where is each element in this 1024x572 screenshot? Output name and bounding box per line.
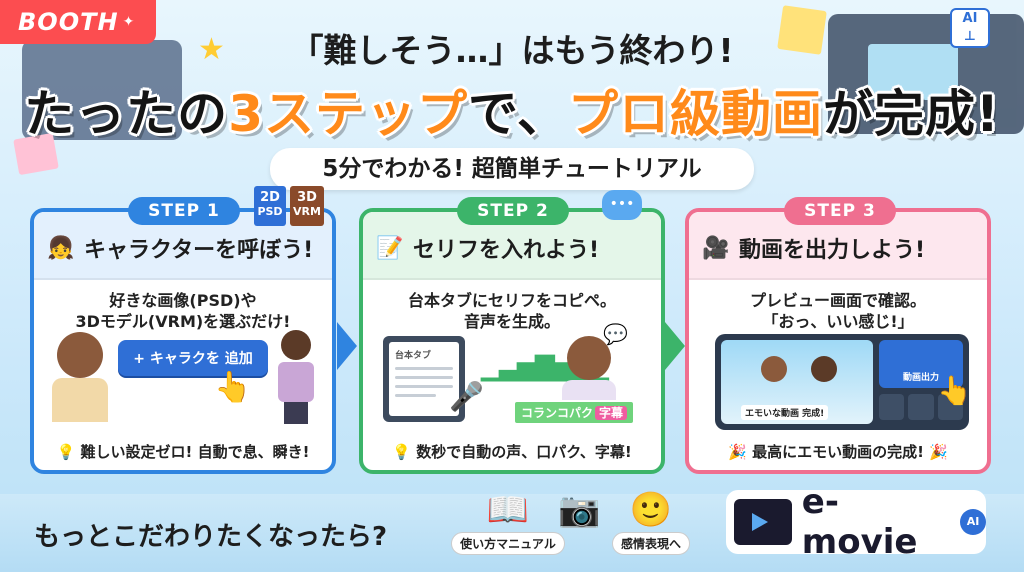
preview-window: エモいな動画 完成! 動画出力 👆 bbox=[715, 334, 972, 430]
preview-controls: 動画出力 👆 bbox=[879, 340, 972, 424]
step1-title: キャラクターを呼ぼう! bbox=[84, 238, 314, 263]
step3-description: プレビュー画面で確認。 「おっ、いい感じ!」 bbox=[689, 290, 987, 332]
step1-description: 好きな画像(PSD)や 3Dモデル(VRM)を選ぶだけ! bbox=[34, 290, 332, 332]
step2-card: 📝 セリフを入れよう! 台本タブにセリフをコピペ。 音声を生成。 台本タブ 🎤 … bbox=[359, 208, 665, 474]
step-arrow-right bbox=[665, 322, 685, 370]
control-button[interactable] bbox=[908, 394, 934, 420]
psd-badge-bottom: PSD bbox=[257, 205, 283, 218]
add-character-button[interactable]: + キャラクを 追加 bbox=[118, 340, 268, 376]
cursor-hand-icon: 👆 bbox=[214, 370, 252, 405]
export-video-button[interactable]: 動画出力 bbox=[879, 340, 963, 388]
step3-title: 動画を出力しよう! bbox=[739, 238, 926, 263]
logo-text: e-movie bbox=[801, 482, 918, 562]
step1-footer: 💡 難しい設定ゼロ! 自動で息、瞬き! bbox=[34, 441, 332, 462]
background-clapper-decoration bbox=[22, 40, 182, 140]
booth-badge[interactable]: BOOTH✦ bbox=[0, 0, 156, 44]
step2-desc-line2: 音声を生成。 bbox=[463, 312, 560, 331]
step1-label: STEP 1 bbox=[128, 197, 240, 225]
ai-badge: AI bbox=[960, 509, 986, 535]
cursor-hand-icon: 👆 bbox=[937, 374, 972, 407]
book-icon: 📖 bbox=[486, 490, 530, 530]
background-editor-decoration bbox=[828, 14, 1024, 134]
step-arrow-right bbox=[337, 322, 357, 370]
step1-footer-text: 難しい設定ゼロ! 自動で息、瞬き! bbox=[80, 443, 310, 461]
smile-icon: 🙂 bbox=[629, 490, 673, 530]
preview-caption: エモいな動画 完成! bbox=[741, 405, 829, 420]
step3-footer: 🎉 最高にエモい動画の完成! 🎉 bbox=[689, 441, 987, 462]
preview-screen: エモいな動画 完成! bbox=[721, 340, 873, 424]
subtitle-pill: 5分でわかる! 超簡単チュートリアル bbox=[270, 148, 754, 190]
manual-label[interactable]: 使い方マニュアル bbox=[451, 532, 565, 555]
script-tab-label[interactable]: 台本タブ bbox=[395, 351, 432, 361]
e-movie-logo[interactable]: e-movie AI bbox=[726, 482, 986, 562]
step2-label: STEP 2 bbox=[457, 197, 569, 225]
lightbulb-icon: 💡 bbox=[56, 443, 76, 461]
ai-network-icon: AI⊥ bbox=[950, 8, 990, 48]
control-button[interactable] bbox=[879, 394, 905, 420]
step2-desc-line1: 台本タブにセリフをコピペ。 bbox=[407, 291, 616, 310]
clapperboard-icon bbox=[734, 499, 792, 545]
headline-line1: 「難しそう…」はもう終わり! bbox=[290, 31, 734, 70]
vrm-badge-top: 3D bbox=[297, 190, 317, 205]
headline-line2: たったの3ステップで、プロ級動画が完成! bbox=[24, 85, 1000, 143]
manual-link[interactable]: 📖 使い方マニュアル bbox=[440, 490, 576, 555]
star-icon: ★ bbox=[198, 32, 225, 67]
emotion-label[interactable]: 感情表現へ bbox=[611, 532, 690, 555]
character-3d-illustration bbox=[272, 330, 320, 426]
step2-description: 台本タブにセリフをコピペ。 音声を生成。 bbox=[363, 290, 661, 332]
step1-desc-line2: 3Dモデル(VRM)を選ぶだけ! bbox=[75, 312, 291, 331]
step1-card: 👧 キャラクターを呼ぼう! 好きな画像(PSD)や 3Dモデル(VRM)を選ぶだ… bbox=[30, 208, 336, 474]
video-camera-icon: 🎥 bbox=[702, 235, 730, 261]
step1-desc-line1: 好きな画像(PSD)や bbox=[109, 291, 257, 310]
control-button[interactable] bbox=[937, 394, 963, 420]
party-popper-icon: 🎉 bbox=[929, 443, 948, 461]
step3-card: 🎥 動画を出力しよう! プレビュー画面で確認。 「おっ、いい感じ!」 エモいな動… bbox=[685, 208, 991, 474]
step3-desc-line1: プレビュー画面で確認。 bbox=[749, 291, 926, 310]
emotion-link[interactable]: 🙂 感情表現へ bbox=[596, 490, 706, 555]
speech-bubbles-icon: 💬 bbox=[603, 322, 628, 346]
lipsync-subtitle-badge: コランコパク字幕 bbox=[513, 400, 636, 425]
script-tab-panel: 台本タブ bbox=[383, 336, 465, 422]
lightbulb-icon: 💡 bbox=[392, 443, 411, 461]
character-2d-illustration bbox=[48, 332, 112, 424]
step2-title: セリフを入れよう! bbox=[413, 238, 600, 263]
camera-icon: 📷 bbox=[558, 490, 601, 530]
microphone-icon: 🎤 bbox=[449, 380, 484, 413]
step2-footer: 💡 数秒で自動の声、口パク、字幕! bbox=[363, 441, 661, 462]
chat-bubble-icon: ••• bbox=[602, 190, 642, 220]
step3-desc-line2: 「おっ、いい感じ!」 bbox=[762, 312, 914, 331]
step2-footer-text: 数秒で自動の声、口パク、字幕! bbox=[416, 443, 632, 461]
step3-footer-text: 最高にエモい動画の完成! bbox=[752, 443, 924, 461]
bottom-cta-text: もっとこだわりたくなったら? bbox=[34, 522, 388, 552]
lipsync-label: コランコパク bbox=[521, 406, 594, 420]
script-pen-icon: 📝 bbox=[376, 235, 404, 261]
psd-badge-top: 2D bbox=[260, 190, 280, 205]
avatar-add-icon: 👧 bbox=[47, 235, 75, 261]
vrm-badge-bottom: VRM bbox=[293, 205, 321, 218]
party-popper-icon: 🎉 bbox=[728, 443, 747, 461]
subtitle-label: 字幕 bbox=[595, 406, 628, 420]
step3-label: STEP 3 bbox=[784, 197, 896, 225]
